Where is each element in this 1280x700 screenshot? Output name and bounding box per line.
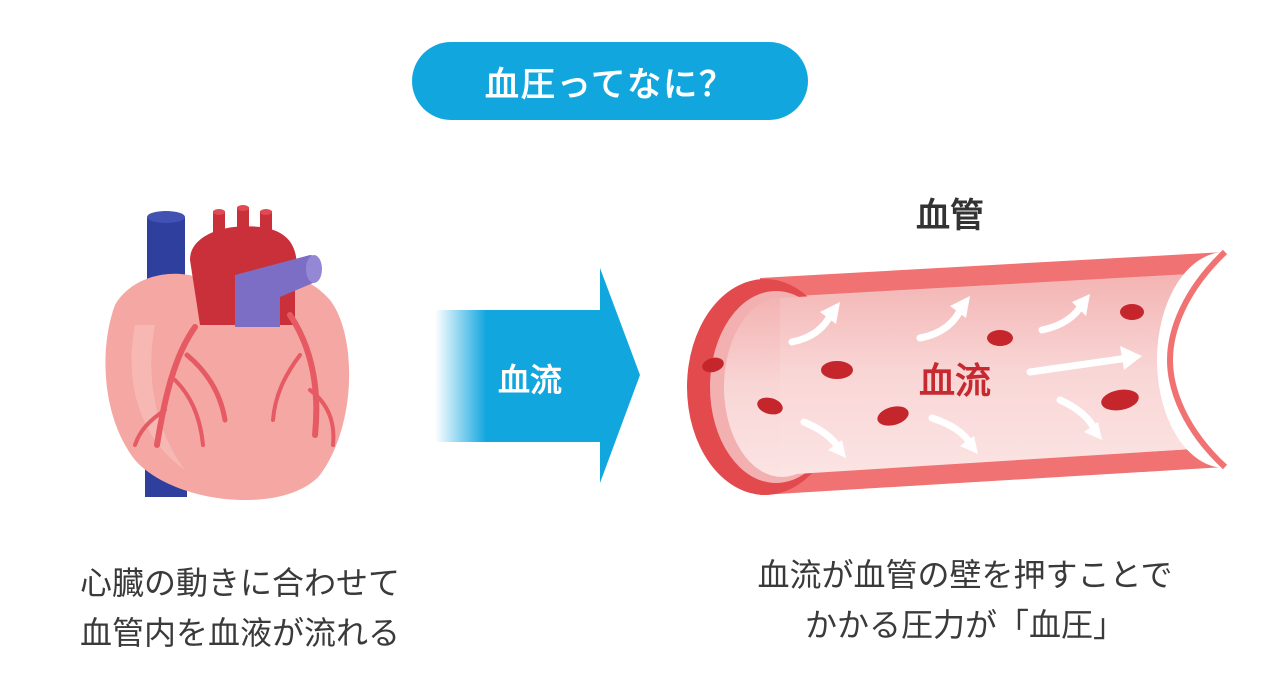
heart-icon	[105, 205, 350, 501]
caption-vessel-line-2: かかる圧力が「血圧」	[804, 606, 1125, 644]
page-title: 血圧ってなに？	[484, 64, 736, 105]
flow-arrow	[435, 268, 640, 483]
title-pill: 血圧ってなに？	[412, 42, 808, 120]
caption-heart-line-1: 心臓の動きに合わせて	[79, 564, 400, 602]
caption-heart: 心臓の動きに合わせて 血管内を血液が流れる	[30, 558, 450, 658]
vessel-flow-label: 血流	[918, 361, 991, 402]
caption-heart-line-2: 血管内を血液が流れる	[79, 614, 400, 652]
blood-vessel-illustration	[680, 249, 1280, 500]
blood-vessel-icon	[687, 249, 1280, 495]
caption-vessel: 血流が血管の壁を押すことで かかる圧力が「血圧」	[700, 550, 1230, 650]
caption-vessel-line-1: 血流が血管の壁を押すことで	[757, 556, 1173, 594]
flow-arrow-label: 血流	[497, 361, 562, 399]
arrow-right-icon	[435, 268, 640, 483]
heart-illustration	[95, 205, 365, 510]
vessel-title: 血管	[916, 196, 984, 236]
